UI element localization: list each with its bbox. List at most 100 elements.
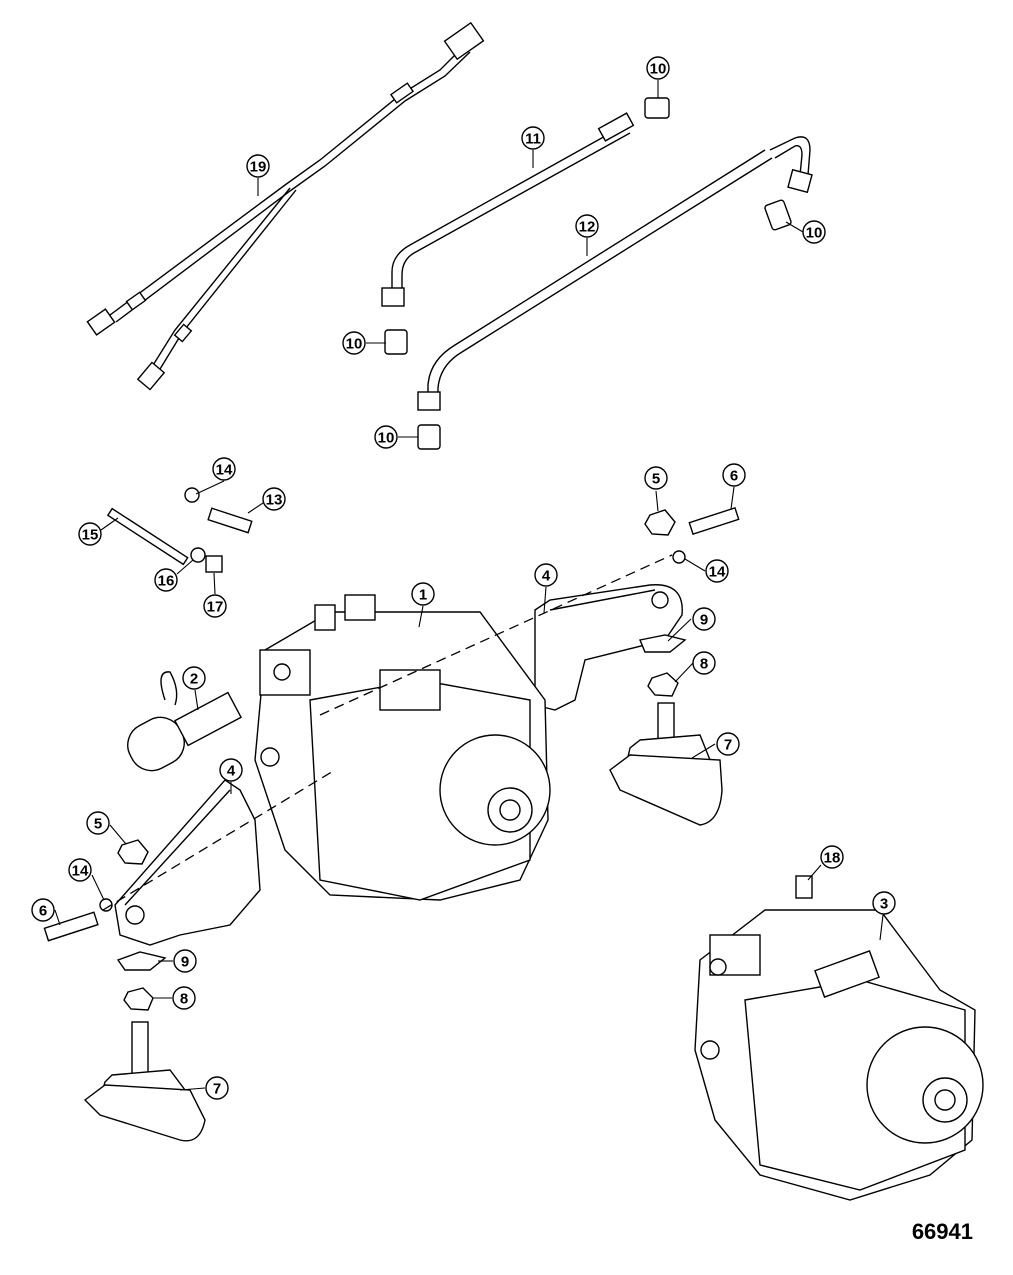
callout-label: 8 (700, 656, 708, 673)
callout-circle (262, 487, 286, 511)
callout-label: 1 (419, 587, 427, 604)
callout-circle (820, 845, 844, 869)
callout-circle (802, 220, 826, 244)
callout-18: 18 (820, 845, 844, 869)
fitting-10-a (644, 97, 670, 119)
callout-4: 4 (219, 758, 243, 782)
callout-label: 19 (250, 159, 267, 176)
callout-14: 14 (212, 457, 236, 481)
callout-16: 16 (154, 568, 178, 592)
callout-circle (205, 1076, 229, 1100)
callout-circle (78, 522, 102, 546)
lock-tab-9-a (639, 634, 687, 653)
bolt-6-a (688, 506, 740, 536)
callout-label: 14 (216, 462, 233, 479)
callout-circle (411, 582, 435, 606)
callout-label: 4 (227, 763, 236, 780)
mount-bracket-right (534, 584, 683, 711)
callout-10: 10 (342, 331, 366, 355)
callout-label: 14 (72, 863, 89, 880)
nut-17 (205, 555, 223, 573)
callout-label: 16 (158, 573, 175, 590)
callout-circle (374, 425, 398, 449)
callout-circle (646, 56, 670, 80)
callout-11: 11 (521, 126, 545, 150)
callout-circle (521, 126, 545, 150)
callout-label: 18 (824, 850, 841, 867)
callout-label: 9 (181, 954, 189, 971)
callout-label: 10 (346, 336, 363, 353)
callout-label: 5 (94, 816, 102, 833)
callout-circle (705, 559, 729, 583)
callout-circle (31, 898, 55, 922)
callout-label: 6 (39, 903, 47, 920)
nut-5-a (644, 509, 676, 536)
alignment-line-right (319, 554, 673, 716)
callout-circle (342, 331, 366, 355)
callout-4: 4 (534, 563, 558, 587)
callout-10: 10 (374, 425, 398, 449)
callout-circle (86, 811, 110, 835)
callout-13: 13 (262, 487, 286, 511)
callout-circle (716, 732, 740, 756)
callout-9: 9 (692, 607, 716, 631)
callout-circle (173, 949, 197, 973)
callout-label: 10 (806, 225, 823, 242)
callout-5: 5 (644, 466, 668, 490)
callout-5: 5 (86, 811, 110, 835)
bolt-6-b (43, 911, 99, 942)
callout-6: 6 (31, 898, 55, 922)
callout-1: 1 (411, 582, 435, 606)
callout-circle (644, 466, 668, 490)
callout-3: 3 (872, 891, 896, 915)
callout-7: 7 (205, 1076, 229, 1100)
alignment-line-left (102, 769, 336, 911)
washer-16 (190, 547, 206, 563)
callout-label: 4 (542, 568, 551, 585)
transmission-main (254, 594, 551, 901)
nut-5-b (117, 839, 149, 865)
callout-label: 14 (709, 564, 726, 581)
callout-label: 13 (266, 492, 283, 509)
callout-17: 17 (203, 594, 227, 618)
callout-10: 10 (802, 220, 826, 244)
pin-15 (106, 507, 189, 566)
callout-15: 15 (78, 522, 102, 546)
callout-circle (212, 457, 236, 481)
callout-label: 9 (700, 612, 708, 629)
callout-circle (182, 666, 206, 690)
leader-lines (54, 80, 884, 1091)
fitting-10-b (764, 199, 792, 231)
callout-9: 9 (173, 949, 197, 973)
callout-label: 7 (213, 1081, 221, 1098)
callout-10: 10 (646, 56, 670, 80)
callout-8: 8 (172, 986, 196, 1010)
callout-circle (154, 568, 178, 592)
callout-circle (872, 891, 896, 915)
engine-mount-right (609, 702, 723, 826)
bolt-13 (207, 507, 253, 534)
callout-label: 10 (378, 430, 395, 447)
callout-circle (575, 214, 599, 238)
callout-6: 6 (722, 463, 746, 487)
callout-circle (246, 154, 270, 178)
solenoid-2 (127, 671, 243, 772)
wiring-harness (86, 21, 485, 391)
callout-circle (692, 607, 716, 631)
nut-8-a (647, 672, 679, 697)
oil-hose-upper (381, 112, 635, 307)
callout-label: 5 (652, 471, 660, 488)
callout-circle (534, 563, 558, 587)
washer-14-a (184, 487, 200, 503)
callout-7: 7 (716, 732, 740, 756)
callout-circle (68, 858, 92, 882)
callout-label: 8 (180, 991, 188, 1008)
callout-label: 11 (525, 131, 541, 148)
figure-number: 66941 (911, 1219, 973, 1244)
fitting-10-d (417, 424, 441, 450)
callout-label: 17 (207, 599, 224, 616)
transmission-assembly (694, 875, 984, 1201)
callout-2: 2 (182, 666, 206, 690)
